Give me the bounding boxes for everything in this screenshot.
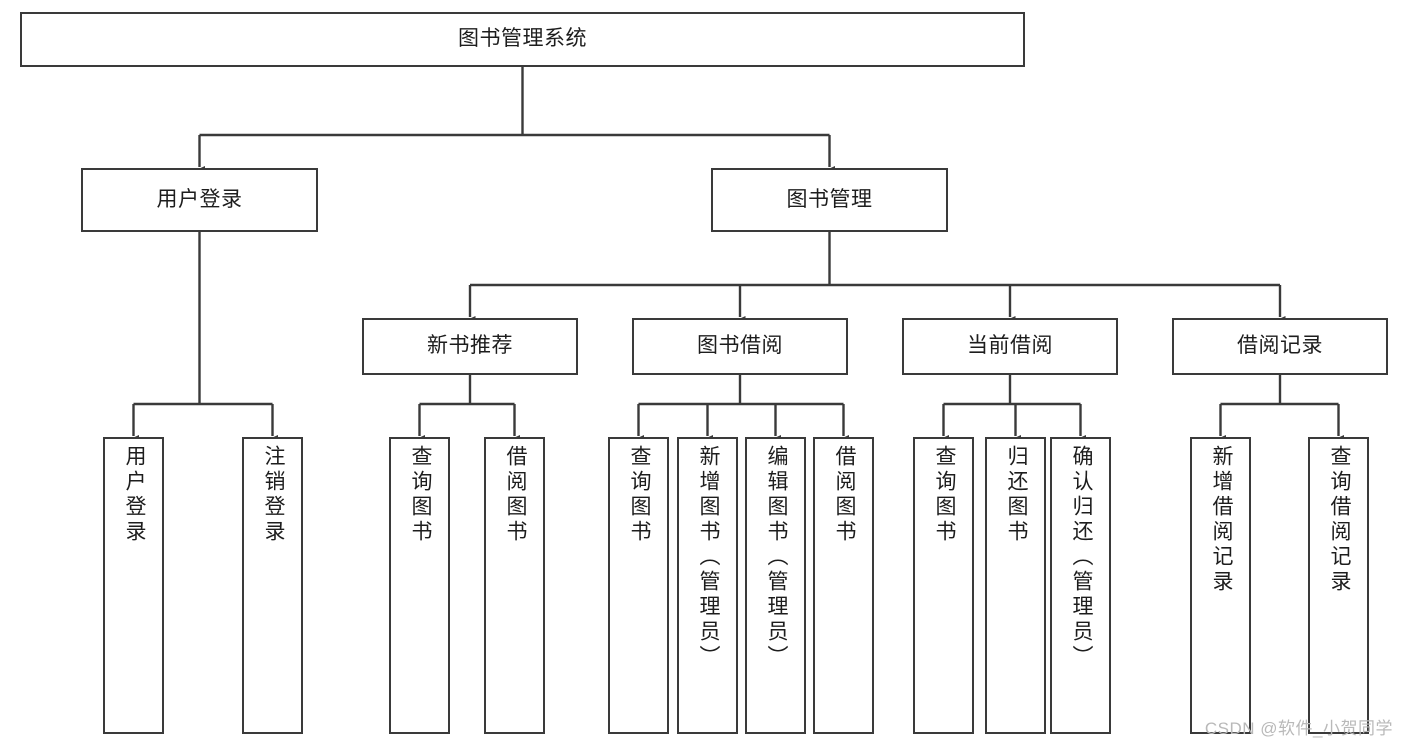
node-l-login-2[interactable]: 注销登录 [242,437,303,734]
node-l-rec-2[interactable]: 查询借阅记录 [1308,437,1369,734]
node-label: 借阅图书 [832,445,856,545]
node-label: 用户登录 [156,187,243,211]
node-n-login[interactable]: 用户登录 [81,168,318,232]
node-n-borrow[interactable]: 图书借阅 [632,318,848,375]
node-l-bor-2[interactable]: 新增图书（管理员） [677,437,738,734]
node-l-rec-1[interactable]: 新增借阅记录 [1190,437,1251,734]
node-l-bor-4[interactable]: 借阅图书 [813,437,874,734]
node-label: 用户登录 [122,445,146,545]
node-label: 当前借阅 [967,334,1053,358]
node-label: 新书推荐 [427,334,513,358]
node-label: 查询图书 [932,445,956,545]
node-n-bookmgmt[interactable]: 图书管理 [711,168,948,232]
node-label: 查询借阅记录 [1327,445,1351,595]
node-label: 查询图书 [408,445,432,545]
node-l-bor-1[interactable]: 查询图书 [608,437,669,734]
node-label: 借阅记录 [1237,334,1323,358]
node-label: 确认归还（管理员） [1069,445,1093,670]
node-n-newbook[interactable]: 新书推荐 [362,318,578,375]
node-l-cur-2[interactable]: 归还图书 [985,437,1046,734]
node-label: 新增图书（管理员） [696,445,720,670]
node-label: 注销登录 [261,445,285,545]
node-n-record[interactable]: 借阅记录 [1172,318,1388,375]
node-l-new-1[interactable]: 查询图书 [389,437,450,734]
node-root[interactable]: 图书管理系统 [20,12,1025,67]
node-l-new-2[interactable]: 借阅图书 [484,437,545,734]
node-l-cur-1[interactable]: 查询图书 [913,437,974,734]
node-label: 图书管理系统 [458,27,587,51]
node-label: 图书借阅 [697,334,783,358]
node-label: 图书管理 [786,187,873,211]
edge-group [128,67,1344,445]
node-l-login-1[interactable]: 用户登录 [103,437,164,734]
node-label: 新增借阅记录 [1209,445,1233,595]
node-n-current[interactable]: 当前借阅 [902,318,1118,375]
node-label: 归还图书 [1004,445,1028,545]
node-l-bor-3[interactable]: 编辑图书（管理员） [745,437,806,734]
node-label: 借阅图书 [503,445,527,545]
node-label: 查询图书 [627,445,651,545]
node-l-cur-3[interactable]: 确认归还（管理员） [1050,437,1111,734]
node-label: 编辑图书（管理员） [764,445,788,670]
